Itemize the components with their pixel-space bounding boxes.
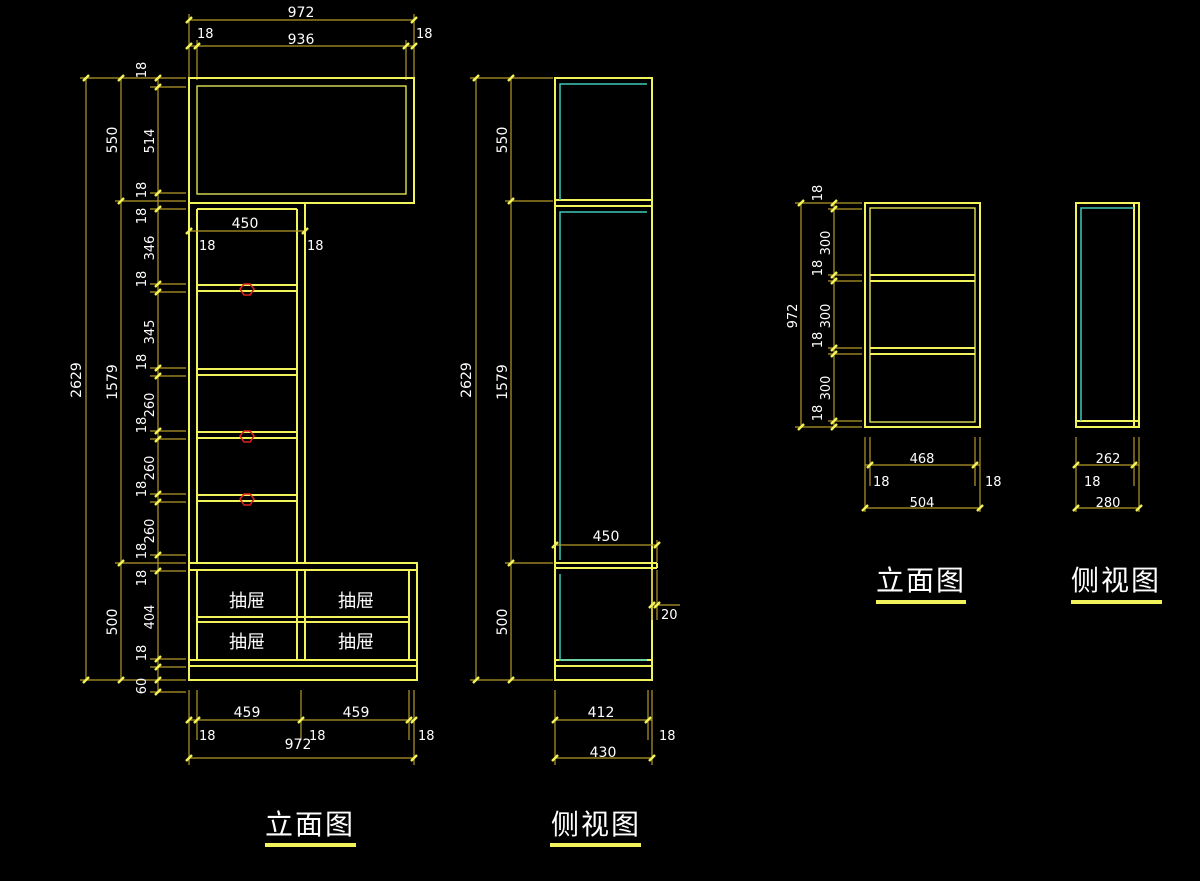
front-elevation-small: 972 18 300 18 300 18 300 18 468 50 [786,185,1002,604]
dim-drawer-board: 18 [135,645,150,662]
side-dim-middle-section: 1579 [495,364,511,400]
drawer-label-bottom-right: 抽屉 [338,632,374,653]
hinge-markers [239,283,255,506]
small-front-compartment-1: 300 [819,231,834,256]
dim-compartment-5: 260 [143,519,158,544]
small-side-total-depth: 280 [1096,496,1121,511]
small-front-board-4: 18 [811,405,826,422]
left-dimension-chain [80,77,186,693]
dim-compartment-1: 346 [143,236,158,261]
small-front-total-width: 504 [910,496,935,511]
front-view-title-large: 立面图 [265,808,355,841]
front-view-title-small: 立面图 [876,564,966,597]
dim-board-5: 18 [135,543,150,560]
dim-board-2: 18 [135,354,150,371]
small-front-body [864,202,981,428]
hinge-marker-2 [239,430,255,443]
small-side-back-thickness: 18 [1084,475,1101,490]
dim-bottom-side-right: 18 [418,729,435,744]
side-dim-total-height: 2629 [459,362,475,398]
dim-compartment-4: 260 [143,456,158,481]
dim-bottom-total-width: 972 [285,737,312,753]
dim-shelf-board-right: 18 [307,239,324,254]
small-front-side-left: 18 [873,475,890,490]
dim-top-board-b: 18 [135,182,150,199]
drawer-label-bottom-left: 抽屉 [229,632,265,653]
dim-drawer-height: 404 [143,605,158,630]
dim-left-base-section: 500 [105,609,121,636]
small-front-inner-width: 468 [910,452,935,467]
dim-compartment-3: 260 [143,393,158,418]
small-front-compartment-3: 300 [819,376,834,401]
dim-top-side-left: 18 [197,27,214,42]
side-view-title-large: 侧视图 [551,808,641,841]
dim-shelf-panel-width: 450 [232,216,259,232]
small-front-side-right: 18 [985,475,1002,490]
front-cabinet-body [188,77,418,681]
side-cabinet-body [554,77,658,681]
dim-bottom-side-mid: 18 [309,729,326,744]
dim-left-middle-section: 1579 [105,364,121,400]
dim-bottom-side-left: 18 [199,729,216,744]
dim-top-inner-width: 936 [288,32,315,48]
small-front-board-2: 18 [811,260,826,277]
dim-plinth: 60 [135,678,150,695]
dim-board-1: 18 [135,271,150,288]
dim-bottom-left-width: 459 [234,705,261,721]
side-elevation-large: 2629 550 1579 500 450 [459,74,680,847]
dim-middle-top-board: 18 [135,208,150,225]
dim-top-board-a: 18 [135,62,150,79]
small-side-inner-depth: 262 [1096,452,1121,467]
side-view-title-small: 侧视图 [1071,564,1161,597]
drawer-label-top-left: 抽屉 [229,591,265,612]
hinge-marker-3 [239,493,255,506]
dim-left-total-height: 2629 [69,362,85,398]
dim-compartment-2: 345 [143,320,158,345]
dim-board-4: 18 [135,481,150,498]
dim-left-top-cabinet: 550 [105,127,121,154]
dim-board-3: 18 [135,417,150,434]
dim-top-side-right: 18 [416,27,433,42]
side-dim-counter-overhang: 20 [661,608,678,623]
side-dim-counter-depth: 450 [593,529,620,545]
side-elevation-small: 262 280 18 侧视图 [1071,202,1162,604]
drawer-label-top-right: 抽屉 [338,591,374,612]
dim-middle-bottom-board: 18 [135,570,150,587]
front-elevation-large: 972 936 18 18 [69,5,435,847]
small-front-total-height: 972 [786,304,801,329]
side-dim-back-thickness: 18 [659,729,676,744]
side-dim-base-section: 500 [495,609,511,636]
side-dim-top-cabinet: 550 [495,127,511,154]
small-front-compartment-2: 300 [819,304,834,329]
side-dim-total-depth: 430 [590,745,617,761]
small-front-board-1: 18 [811,185,826,202]
side-dim-inner-depth: 412 [588,705,615,721]
dim-top-inner-height: 514 [143,129,158,154]
small-side-body [1075,202,1140,428]
dim-shelf-board-left: 18 [199,239,216,254]
dim-bottom-right-width: 459 [343,705,370,721]
dim-top-total-width: 972 [288,5,315,21]
hinge-marker-1 [239,283,255,296]
small-front-board-3: 18 [811,332,826,349]
